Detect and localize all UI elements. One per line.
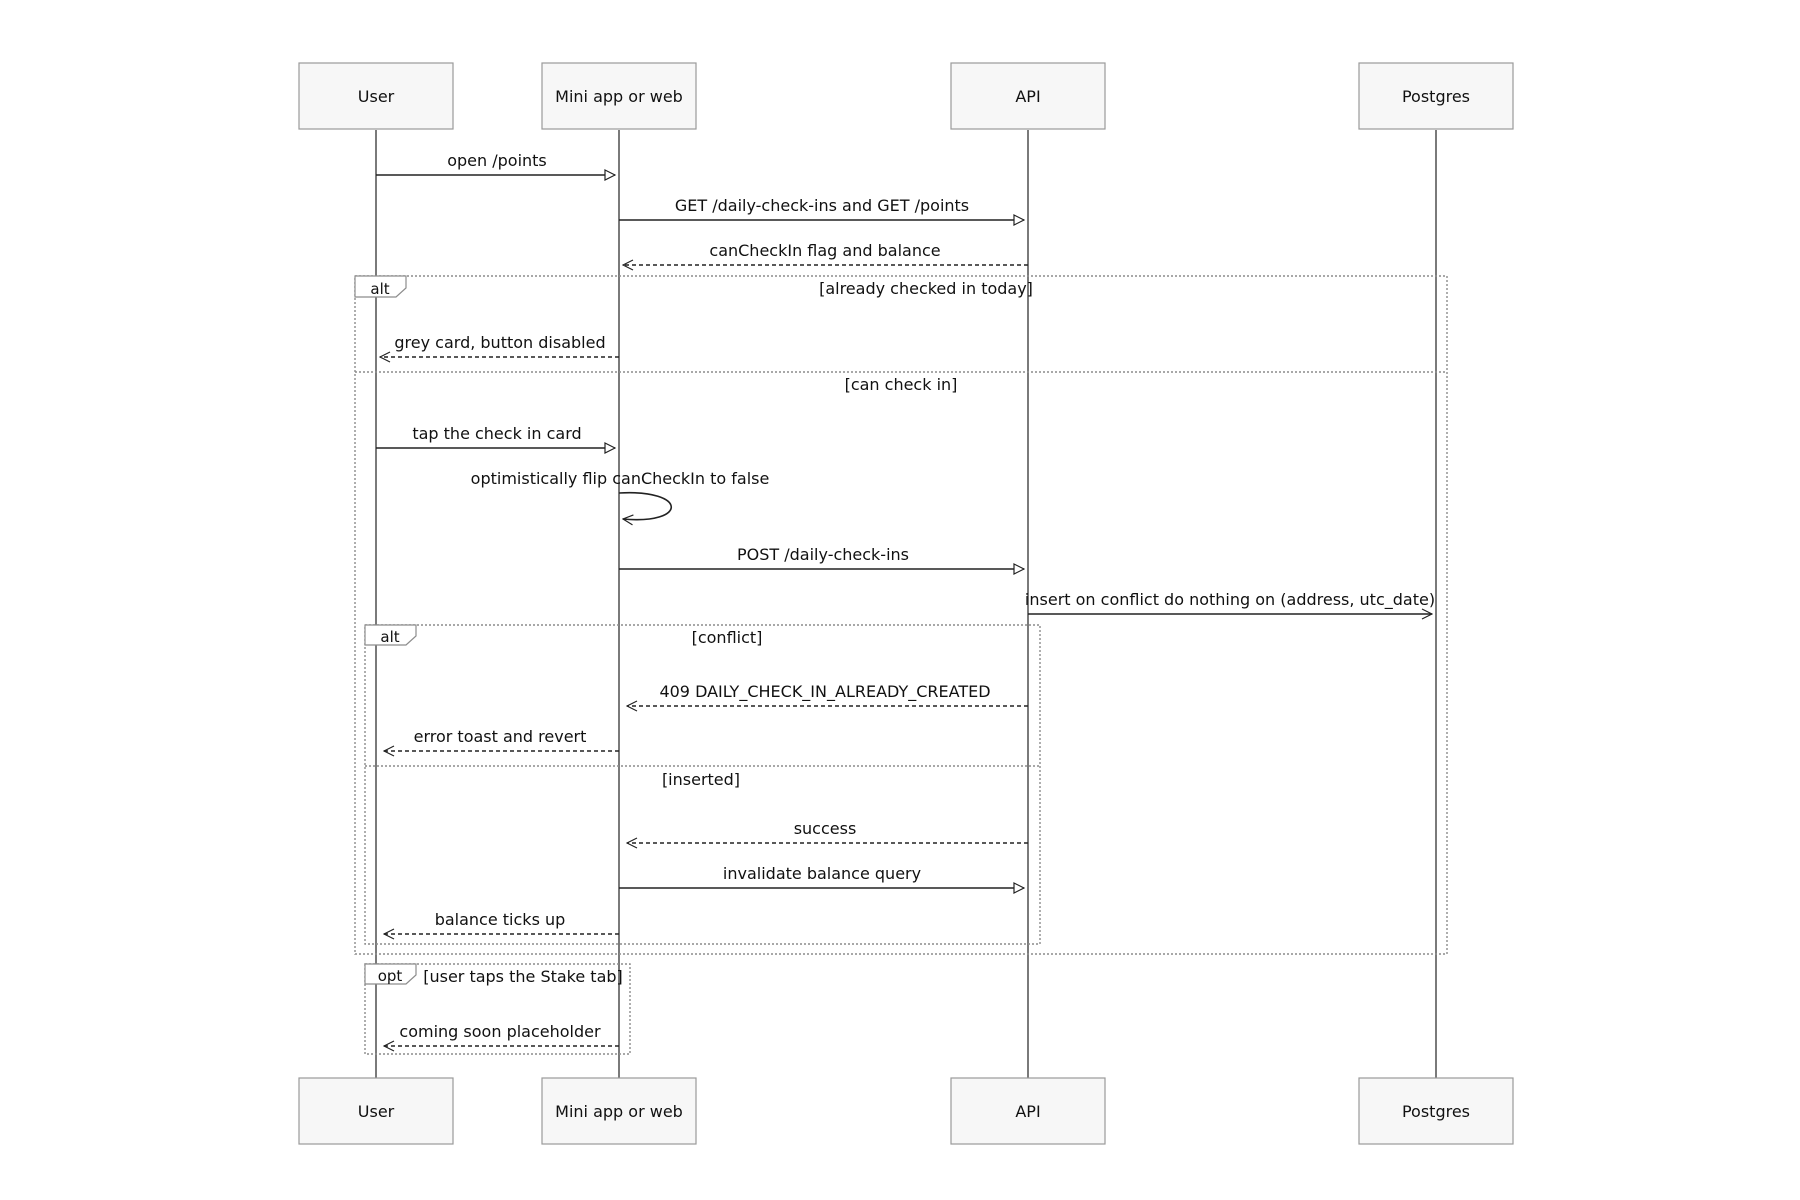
outer-alt-frame bbox=[354, 275, 1448, 955]
outer-alt-tag-text: alt bbox=[370, 280, 389, 298]
outer-alt-condition: [already checked in today] bbox=[819, 279, 1033, 298]
actor-label-user-bottom: User bbox=[358, 1102, 395, 1121]
actor-box-api-bottom bbox=[950, 1077, 1106, 1145]
inner-alt-condition: [conflict] bbox=[692, 628, 763, 647]
opt-tag-text: opt bbox=[378, 967, 403, 985]
actor-box-user-bottom bbox=[298, 1077, 454, 1145]
actor-box-db-top bbox=[1358, 62, 1514, 130]
message-label: GET /daily-check-ins and GET /points bbox=[675, 196, 969, 215]
message-self-arrow bbox=[618, 491, 673, 520]
actor-box-user-top bbox=[298, 62, 454, 130]
actor-label-user-top: User bbox=[358, 87, 395, 106]
message-label: POST /daily-check-ins bbox=[737, 545, 909, 564]
message-label: grey card, button disabled bbox=[394, 333, 605, 352]
fragment-outer-alt: alt [already checked in today] [can chec… bbox=[354, 275, 1448, 955]
opt-tag bbox=[364, 963, 417, 985]
opt-condition: [user taps the Stake tab] bbox=[423, 967, 623, 986]
lifelines bbox=[375, 130, 1437, 1078]
actors-bottom: User Mini app or web API Postgres bbox=[298, 1077, 1514, 1145]
opt-frame bbox=[364, 963, 631, 1055]
message-label: error toast and revert bbox=[414, 727, 587, 746]
message-label: tap the check in card bbox=[412, 424, 581, 443]
inner-alt-tag-text: alt bbox=[380, 628, 399, 646]
actor-label-db-top: Postgres bbox=[1402, 87, 1470, 106]
inner-alt-else-condition: [inserted] bbox=[662, 770, 740, 789]
message-label: optimistically flip canCheckIn to false bbox=[471, 469, 770, 488]
message-label: coming soon placeholder bbox=[399, 1022, 601, 1041]
message-label: open /points bbox=[447, 151, 547, 170]
actor-box-db-bottom bbox=[1358, 1077, 1514, 1145]
inner-alt-frame bbox=[364, 624, 1041, 945]
actor-label-app-top: Mini app or web bbox=[555, 87, 683, 106]
actor-box-app-bottom bbox=[541, 1077, 697, 1145]
outer-alt-tag bbox=[354, 275, 407, 298]
message-label: success bbox=[794, 819, 857, 838]
fragment-opt: opt [user taps the Stake tab] bbox=[364, 963, 631, 1055]
message-label: balance ticks up bbox=[435, 910, 566, 929]
actor-box-app-top bbox=[541, 62, 697, 130]
fragment-inner-alt: alt [conflict] [inserted] bbox=[364, 624, 1041, 945]
message-label: canCheckIn flag and balance bbox=[709, 241, 940, 260]
message-label: 409 DAILY_CHECK_IN_ALREADY_CREATED bbox=[659, 682, 990, 702]
actor-label-app-bottom: Mini app or web bbox=[555, 1102, 683, 1121]
actors-top: User Mini app or web API Postgres bbox=[298, 62, 1514, 130]
actor-label-api-bottom: API bbox=[1015, 1102, 1040, 1121]
actor-box-api-top bbox=[950, 62, 1106, 130]
message-label: insert on conflict do nothing on (addres… bbox=[1025, 590, 1435, 610]
message-label: invalidate balance query bbox=[723, 864, 921, 883]
actor-label-api-top: API bbox=[1015, 87, 1040, 106]
actor-label-db-bottom: Postgres bbox=[1402, 1102, 1470, 1121]
inner-alt-tag bbox=[364, 624, 417, 646]
outer-alt-else-condition: [can check in] bbox=[845, 375, 958, 394]
messages: open /points GET /daily-check-ins and GE… bbox=[376, 151, 1435, 1046]
